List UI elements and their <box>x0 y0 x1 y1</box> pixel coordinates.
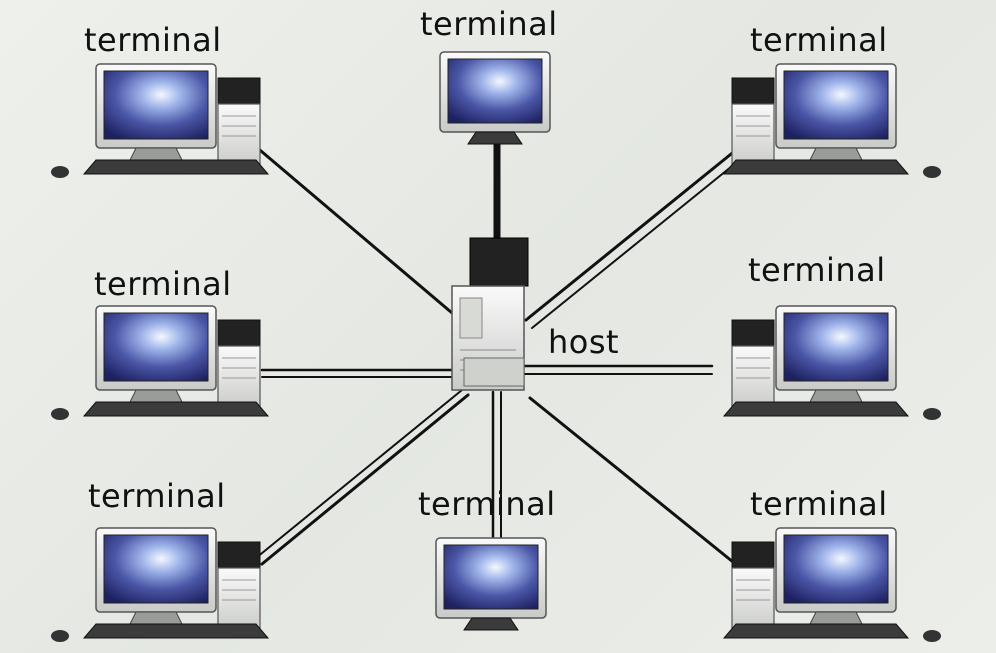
terminal-top-center <box>439 51 551 145</box>
terminal-label-bottom-left: terminal <box>88 477 226 515</box>
terminal-label-top-center: terminal <box>420 5 558 43</box>
terminal-top-right <box>723 63 942 179</box>
terminal-label-bottom-center: terminal <box>418 485 556 523</box>
terminal-top-left <box>50 63 269 179</box>
terminal-bottom-right <box>723 527 942 643</box>
terminal-label-top-left: terminal <box>84 21 222 59</box>
cable-top-right <box>524 148 738 322</box>
terminal-bottom-left <box>50 527 269 643</box>
terminal-label-top-right: terminal <box>750 21 888 59</box>
terminal-label-middle-left: terminal <box>94 265 232 303</box>
host-computer <box>451 237 529 391</box>
host-label: host <box>548 323 620 361</box>
cable-bottom-left <box>260 393 470 566</box>
cable-bottom-right <box>528 396 740 568</box>
terminal-label-middle-right: terminal <box>748 251 886 289</box>
terminal-middle-right <box>723 305 942 421</box>
terminal-middle-left <box>50 305 269 421</box>
terminal-label-bottom-right: terminal <box>750 485 888 523</box>
terminal-bottom-center <box>435 537 547 631</box>
cable-top-left <box>246 138 460 320</box>
cables <box>246 136 743 568</box>
